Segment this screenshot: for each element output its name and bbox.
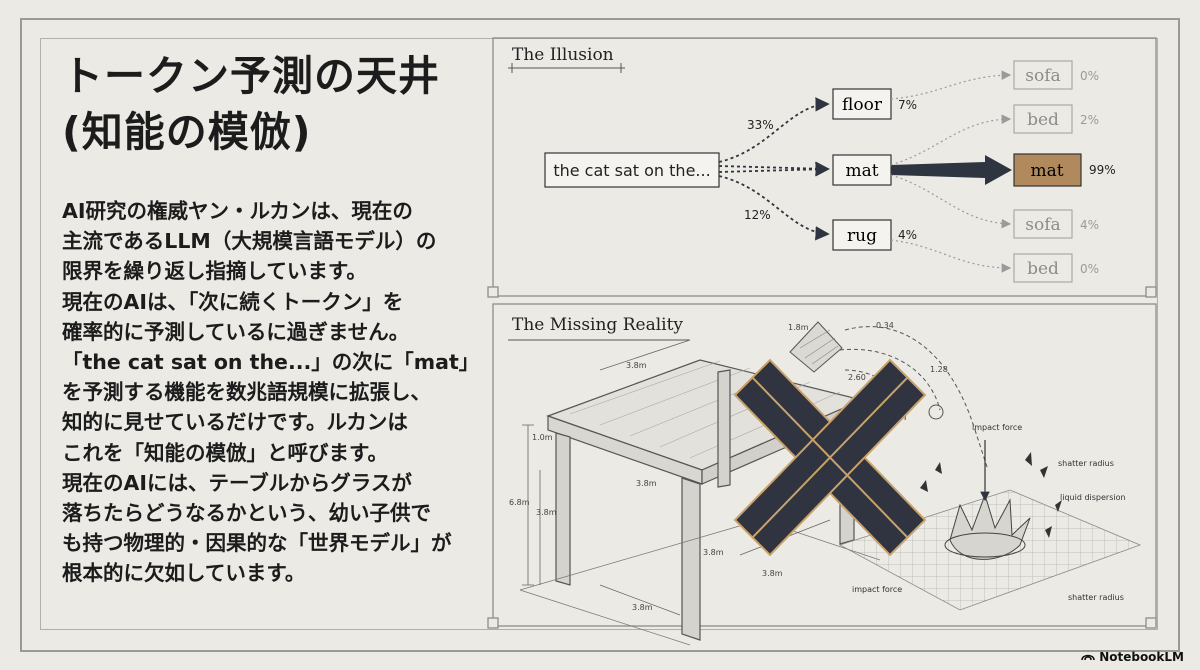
tier1-box-mat <box>832 154 892 186</box>
faded-label: bed <box>1027 110 1059 130</box>
faded-edges <box>890 70 1012 273</box>
faded-prob: 0% <box>1080 69 1099 83</box>
table-dimension-labels: 3.8m 3.8m 6.8m 3.8m 3.8m 3.8m 1.0m 3.8m <box>509 361 783 612</box>
dim-label: 3.8m <box>632 603 653 612</box>
body-line: 「the cat sat on the...」の次に「mat」 <box>62 350 480 375</box>
illusion-panel <box>487 37 1157 629</box>
dim-label: 1.0m <box>532 433 553 442</box>
annotation-liquid-dispersion: liquid dispersion <box>1060 493 1126 502</box>
big-arrow <box>891 155 1012 185</box>
annotation-impact-force-2: impact force <box>852 585 902 594</box>
trajectory-labels: 0.34 2.60 1.28 1.8m <box>788 321 948 382</box>
notebooklm-icon <box>1081 650 1095 664</box>
tier1-label-rug: rug <box>847 226 877 246</box>
faded-prob: 2% <box>1080 113 1099 127</box>
body-line: 主流であるLLM（大規模言語モデル）の <box>62 229 437 254</box>
faded-candidates: sofa 0% bed 2% sofa 4% bed 0% <box>1013 60 1099 283</box>
faded-label: bed <box>1027 259 1059 279</box>
traj-label: 2.60 <box>848 373 866 382</box>
tier1-prob-rug: 4% <box>898 228 917 242</box>
reality-section-label: The Missing Reality <box>512 315 683 335</box>
brand-logo: NotebookLM <box>1081 650 1184 664</box>
final-label-mat: mat <box>1030 161 1063 181</box>
dim-label: 3.8m <box>636 479 657 488</box>
dim-label: 3.8m <box>626 361 647 370</box>
tier1-edges <box>718 97 830 241</box>
body-line: 現在のAIには、テーブルからグラスが <box>62 470 412 495</box>
dim-label: 3.8m <box>703 548 724 557</box>
cross-mark <box>733 358 927 557</box>
final-prob: 99% <box>1089 163 1116 177</box>
tier1-label-floor: floor <box>842 95 883 115</box>
annotation-impact-force: impact force <box>972 423 1022 432</box>
annotation-shatter-radius-2: shatter radius <box>1068 593 1124 602</box>
body-line: を予測する機能を数兆語規模に拡張し、 <box>62 380 431 405</box>
faded-label: sofa <box>1025 66 1060 86</box>
body-line: 根本的に欠如しています。 <box>62 561 306 586</box>
tier1-box-floor <box>832 88 892 120</box>
body-line: 確率的に予測しているに過ぎません。 <box>62 319 410 344</box>
body-line: AI研究の権威ヤン・ルカンは、現在の <box>62 199 413 223</box>
tier1-box-rug <box>832 219 892 251</box>
dim-label: 6.8m <box>509 498 530 507</box>
faded-label: sofa <box>1025 215 1060 235</box>
input-box <box>544 152 720 188</box>
traj-label: 1.8m <box>788 323 809 332</box>
body-line: 知的に見せているだけです。ルカンは <box>62 410 408 435</box>
faded-prob: 4% <box>1080 218 1099 232</box>
edge-pct-rug: 12% <box>744 208 771 222</box>
traj-label: 1.28 <box>930 365 948 374</box>
body-line: 限界を繰り返し指摘しています。 <box>62 259 367 284</box>
brand-label: NotebookLM <box>1099 650 1184 664</box>
body-line: も持つ物理的・因果的な「世界モデル」が <box>62 531 452 556</box>
final-box-mat <box>1013 153 1082 187</box>
dim-label: 3.8m <box>536 508 557 517</box>
input-label: the cat sat on the... <box>553 161 710 180</box>
body-line: これを「知能の模倣」と呼びます。 <box>62 440 388 465</box>
title-line: トークン予測の天井 <box>62 52 440 100</box>
splash-area <box>838 440 1142 611</box>
title-line: (知能の模倣) <box>62 108 312 156</box>
annotation-shatter-radius: shatter radius <box>1058 459 1114 468</box>
body-line: 現在のAIは、「次に続くトークン」を <box>62 289 404 314</box>
glass-trajectory <box>789 321 989 471</box>
traj-label: 0.34 <box>876 321 894 330</box>
body-line: 落ちたらどうなるかという、幼い子供で <box>62 501 431 526</box>
slide-title: トークン予測の天井 (知能の模倣) <box>62 48 482 160</box>
body-text: AI研究の権威ヤン・ルカンは、現在の 主流であるLLM（大規模言語モデル）の 限… <box>62 196 492 589</box>
illusion-section-label: The Illusion <box>512 45 614 65</box>
physics-annotations: impact force shatter radius liquid dispe… <box>852 423 1126 602</box>
edge-pct-floor: 33% <box>747 118 774 132</box>
faded-prob: 0% <box>1080 262 1099 276</box>
dim-label: 3.8m <box>762 569 783 578</box>
tier1-label-mat: mat <box>845 161 878 181</box>
tier1-prob-floor: 7% <box>898 98 917 112</box>
